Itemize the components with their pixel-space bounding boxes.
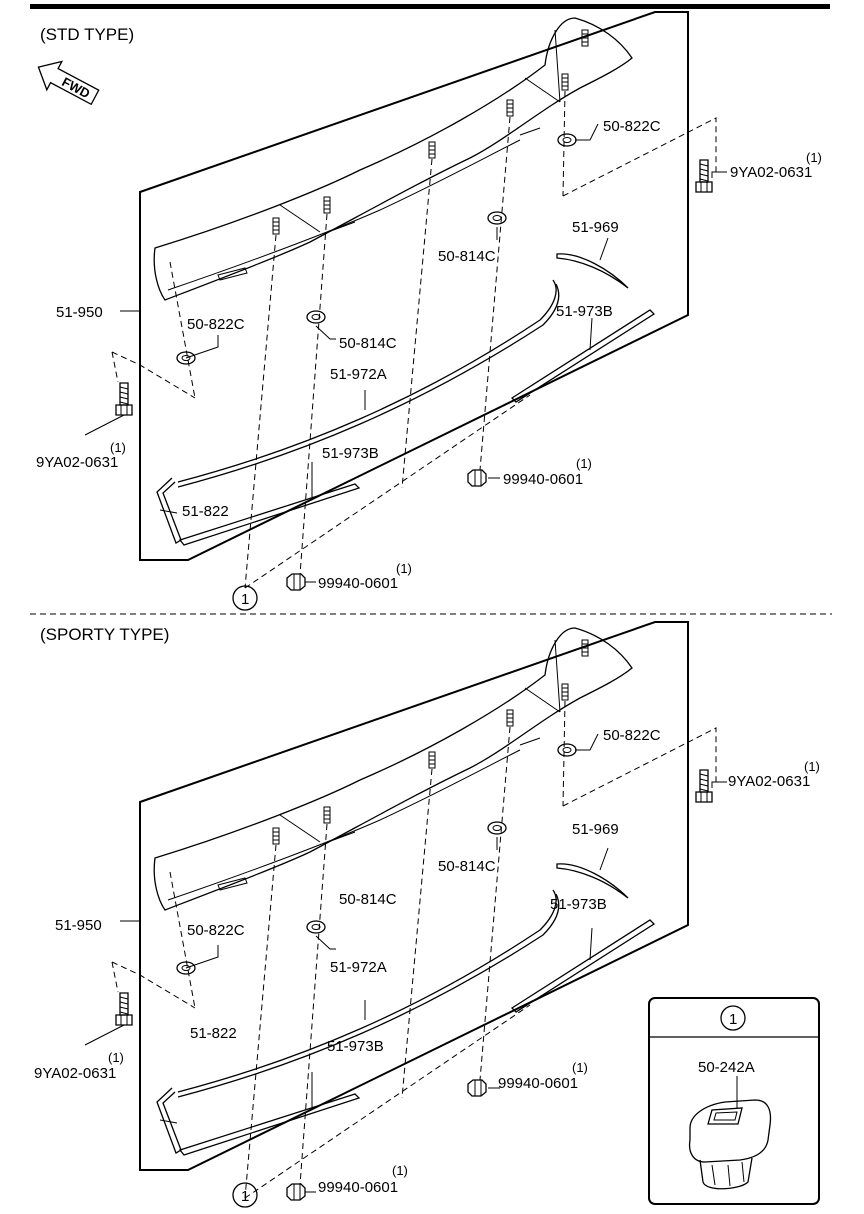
std-label-9ya02-left: 9YA02-0631 bbox=[36, 454, 118, 471]
sporty-label-50-814c-left: 50-814C bbox=[339, 891, 397, 908]
std-section-title: (STD TYPE) bbox=[40, 25, 134, 44]
sporty-assembly-drawing bbox=[85, 622, 727, 1200]
std-label-50-822c-left: 50-822C bbox=[187, 316, 245, 333]
sporty-label-99940-bottom: 99940-0601 bbox=[318, 1179, 398, 1196]
std-label-51-969: 51-969 bbox=[572, 219, 619, 236]
top-border bbox=[30, 4, 830, 9]
std-callout-text: 1 bbox=[241, 591, 249, 608]
clip-50-242a-drawing bbox=[688, 1099, 772, 1190]
sporty-section-title: (SPORTY TYPE) bbox=[40, 625, 169, 644]
sporty-qty-9ya02-right: (1) bbox=[804, 759, 820, 774]
sporty-label-51-822: 51-822 bbox=[190, 1025, 237, 1042]
fwd-arrow-icon: FWD bbox=[37, 60, 100, 106]
sporty-label-50-814c-right: 50-814C bbox=[438, 858, 496, 875]
sporty-label-99940-right: 99940-0601 bbox=[498, 1075, 578, 1092]
callout-detail-part: 50-242A bbox=[698, 1059, 755, 1076]
callout-detail-box: 1 50-242A bbox=[648, 997, 820, 1205]
sporty-label-51-950: 51-950 bbox=[55, 917, 102, 934]
std-label-50-822c-top: 50-822C bbox=[603, 118, 661, 135]
sporty-qty-99940-bottom: (1) bbox=[392, 1163, 408, 1178]
sporty-qty-9ya02-left: (1) bbox=[108, 1050, 124, 1065]
fwd-label: FWD bbox=[59, 74, 92, 101]
sporty-qty-99940-right: (1) bbox=[572, 1060, 588, 1075]
std-qty-99940-bottom: (1) bbox=[396, 561, 412, 576]
sporty-label-9ya02-right: 9YA02-0631 bbox=[728, 773, 810, 790]
std-label-51-973b-right: 51-973B bbox=[556, 303, 613, 320]
sporty-label-50-822c-top: 50-822C bbox=[603, 727, 661, 744]
std-qty-9ya02-right: (1) bbox=[806, 150, 822, 165]
std-label-51-950: 51-950 bbox=[56, 304, 103, 321]
std-type-section: (STD TYPE) FWD 1 50-822C (1) 9YA02-0631 … bbox=[36, 12, 822, 611]
sporty-label-9ya02-left: 9YA02-0631 bbox=[34, 1065, 116, 1082]
sporty-type-section: (SPORTY TYPE) 1 50-822C (1) 9YA02-0631 5… bbox=[34, 622, 820, 1208]
std-label-51-972a: 51-972A bbox=[330, 366, 387, 383]
sporty-label-50-822c-left: 50-822C bbox=[187, 922, 245, 939]
std-callout-marker: 1 bbox=[232, 585, 258, 611]
std-label-51-973b-lower: 51-973B bbox=[322, 445, 379, 462]
sporty-callout-marker: 1 bbox=[232, 1182, 258, 1208]
std-qty-99940-right: (1) bbox=[576, 456, 592, 471]
sporty-callout-text: 1 bbox=[241, 1188, 249, 1205]
sporty-label-51-972a: 51-972A bbox=[330, 959, 387, 976]
std-label-99940-bottom: 99940-0601 bbox=[318, 575, 398, 592]
sporty-label-51-973b-right: 51-973B bbox=[550, 896, 607, 913]
std-label-51-822: 51-822 bbox=[182, 503, 229, 520]
std-label-9ya02-right: 9YA02-0631 bbox=[730, 164, 812, 181]
std-qty-9ya02-left: (1) bbox=[110, 440, 126, 455]
sporty-label-51-969: 51-969 bbox=[572, 821, 619, 838]
std-label-99940-right: 99940-0601 bbox=[503, 471, 583, 488]
sporty-label-51-973b-lower: 51-973B bbox=[327, 1038, 384, 1055]
std-label-50-814c-left: 50-814C bbox=[339, 335, 397, 352]
callout-detail-ref: 1 bbox=[729, 1011, 737, 1028]
std-label-50-814c-right: 50-814C bbox=[438, 248, 496, 265]
